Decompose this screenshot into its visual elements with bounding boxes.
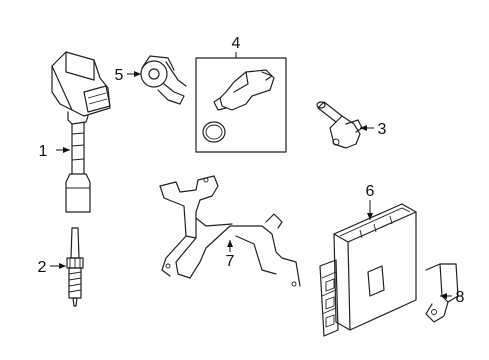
- harness-bracket[interactable]: [159, 175, 301, 287]
- callout-8: 8: [456, 289, 465, 306]
- callout-3: 3: [378, 121, 387, 138]
- callout-1: 1: [39, 143, 48, 160]
- engine-control-module[interactable]: [319, 203, 417, 337]
- camshaft-sensor-box[interactable]: [195, 57, 287, 153]
- callout-2: 2: [38, 259, 47, 276]
- ignition-coil[interactable]: [51, 51, 111, 213]
- knock-sensor[interactable]: [140, 55, 187, 105]
- callout-5: 5: [115, 67, 124, 84]
- spark-plug[interactable]: [66, 227, 84, 307]
- callout-6: 6: [366, 183, 375, 200]
- leader-lines: [50, 52, 452, 299]
- callout-7: 7: [226, 253, 235, 270]
- callout-4: 4: [232, 35, 241, 52]
- crank-position-sensor[interactable]: [316, 101, 363, 149]
- ecm-bracket[interactable]: [425, 263, 459, 323]
